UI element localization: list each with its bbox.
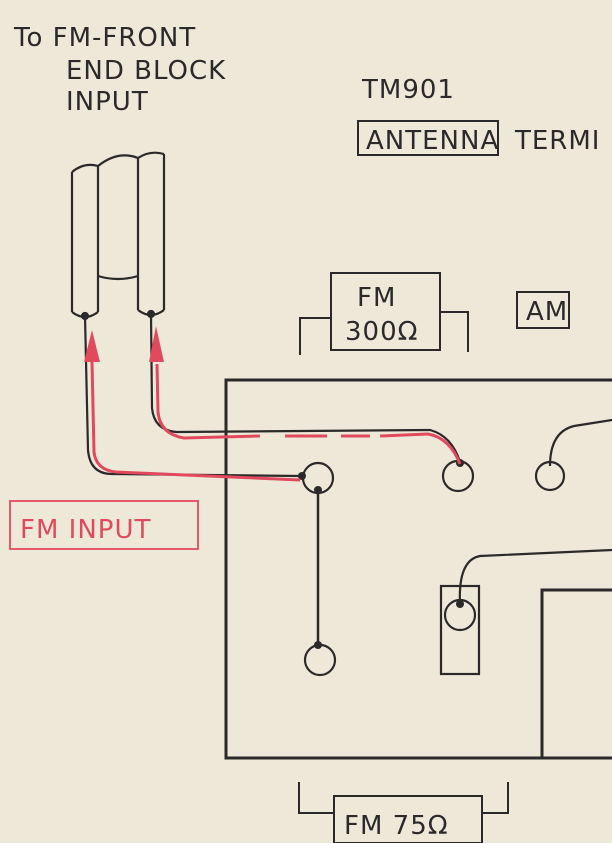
fm300-label-line1: FM [357,283,396,313]
note-line-2: END BLOCK [66,56,226,86]
fm-input-label: FM INPUT [20,515,151,545]
red-signal-path [90,361,462,482]
fm75-box [333,795,483,843]
terminal-label: TERMI [514,126,600,156]
fm300-label-line2: 300Ω [345,317,419,347]
fm75-bracket [298,782,509,814]
screw-fm75-bottom [303,643,337,677]
fm75-label: FM 75Ω [344,811,449,841]
red-arrow-right [149,326,164,362]
note-line-3: INPUT [66,87,149,117]
part-number: TM901 [361,75,455,105]
front-end-connector [70,151,166,321]
fm300-bracket [299,311,469,355]
antenna-label: ANTENNA [366,126,499,156]
red-arrow-left [84,330,100,362]
note-line-1: To FM-FRONT [13,23,196,53]
black-wires [83,313,612,605]
am-box [516,291,570,329]
screw-am [534,460,566,492]
terminal-board [224,378,612,760]
am-label: AM [526,297,568,327]
fm-input-box [9,500,199,550]
terminal-screws [301,459,566,677]
antenna-box [357,120,499,156]
board-cutout [540,588,612,758]
